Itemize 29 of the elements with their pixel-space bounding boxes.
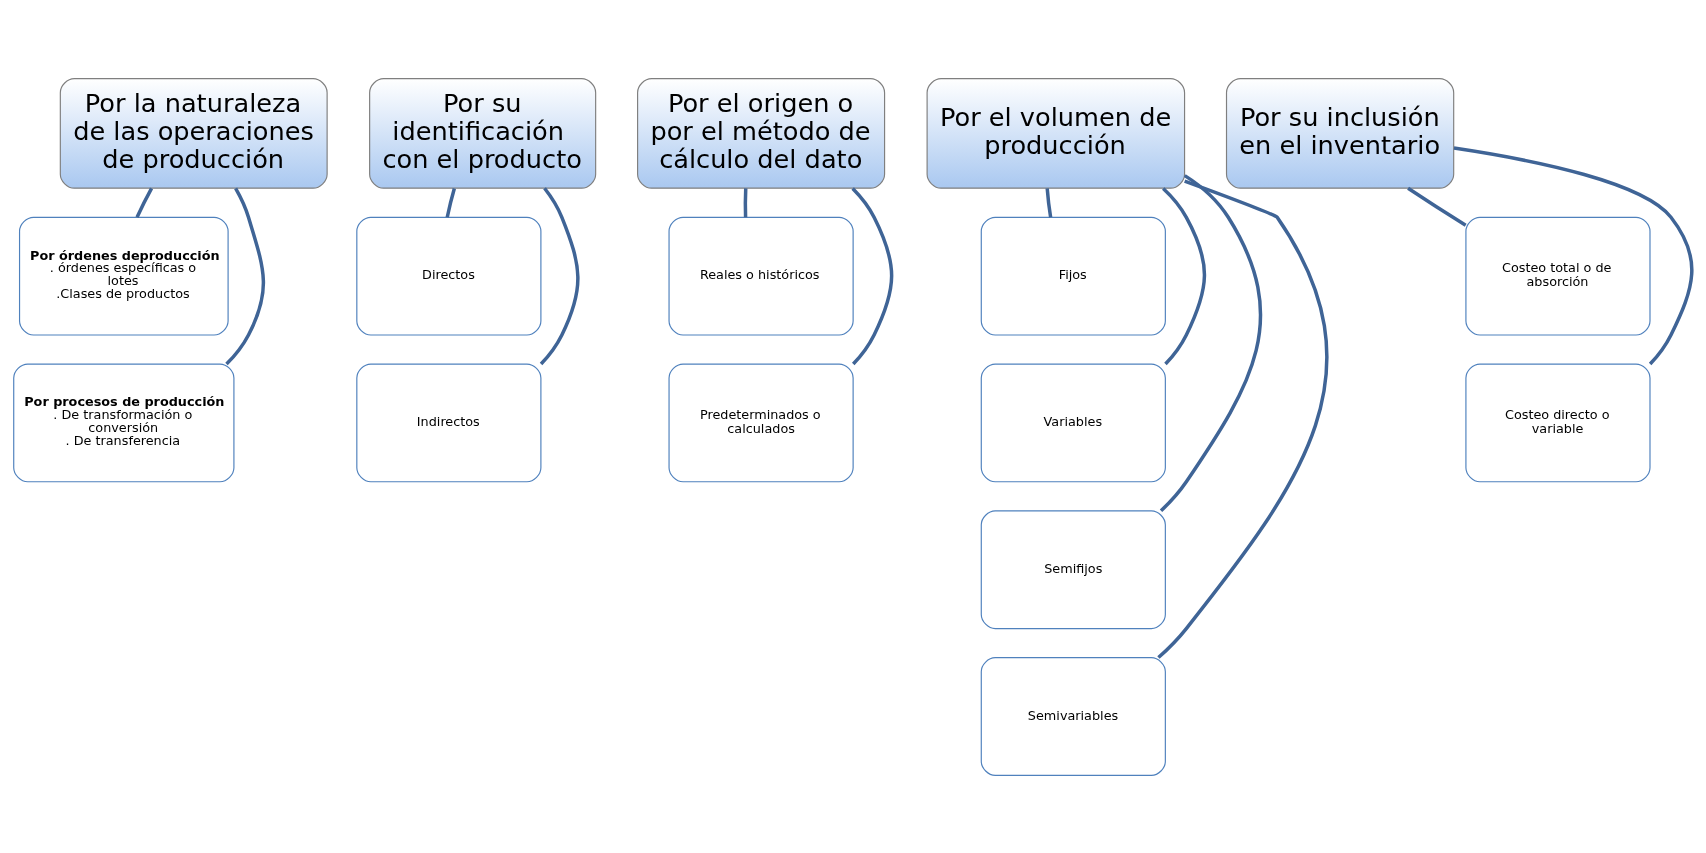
connector: [851, 186, 894, 365]
node-box: Por su identificación con el producto: [369, 77, 597, 189]
node-box: Variables: [980, 363, 1166, 482]
node-box: Fijos: [980, 216, 1166, 336]
connector: [135, 187, 154, 218]
node-box: Predeterminados o calculados: [668, 363, 854, 482]
node-box: Por procesos de producción . De transformación o conversión . De transferencia: [13, 363, 235, 482]
connector: [1407, 186, 1467, 227]
connector: [539, 186, 580, 365]
node-box: Semifijos: [980, 509, 1166, 629]
node-box: Directos: [356, 216, 542, 336]
connector: [445, 187, 457, 218]
connector: [225, 187, 266, 365]
node-box: Por la naturaleza de las operaciones de producción: [59, 77, 328, 189]
node-box: Costeo directo o variable: [1465, 363, 1651, 482]
node-box: Semivariables: [980, 656, 1166, 776]
connector: [1162, 186, 1207, 365]
connector: [1159, 173, 1263, 512]
node-box: Por su inclusión en el inventario: [1225, 77, 1455, 189]
connector: [1045, 187, 1053, 218]
node-box: Indirectos: [356, 363, 542, 482]
connector: [1157, 178, 1329, 659]
node-box: Costeo total o de absorción: [1465, 216, 1651, 336]
node-box: Reales o históricos: [668, 216, 854, 336]
connector: [1453, 145, 1694, 365]
node-box: Por órdenes deproducción . órdenes específicas o lotes .Clases de productos: [18, 216, 229, 336]
node-box: Por el origen o por el método de cálculo del dato: [637, 77, 886, 189]
node-box: Por el volumen de producción: [926, 77, 1186, 189]
connector: [743, 187, 748, 217]
